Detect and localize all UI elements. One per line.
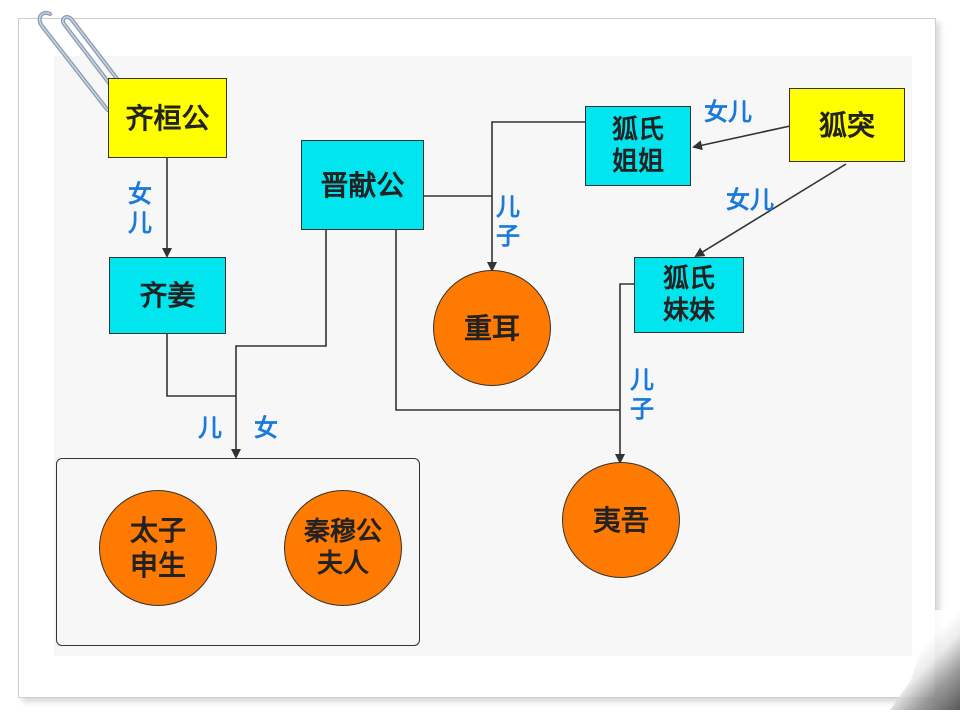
node-hu-tu: 狐突: [789, 88, 905, 162]
children-group-box: [56, 458, 420, 646]
edge-jiejie-chonger: [487, 121, 585, 272]
node-hu-shi-jiejie: 狐氏 姐姐: [585, 106, 691, 186]
edge-jinxian-group: [231, 230, 327, 459]
edge-label-son-chonger: 儿 子: [496, 193, 520, 250]
edge-label-daughter-qihuan: 女 儿: [128, 180, 152, 237]
edge-hutu-meimei: [694, 163, 847, 258]
edge-jinxian-yiwu: [395, 230, 620, 411]
edge-label-daughter-meimei: 女儿: [726, 186, 774, 214]
node-jin-xian-gong: 晋献公: [301, 140, 424, 230]
node-qi-jiang: 齐姜: [109, 257, 226, 334]
node-qi-huan-gong: 齐桓公: [108, 78, 227, 158]
edge-label-daughter-group: 女: [254, 414, 278, 442]
node-taizi-shensheng: 太子 申生: [99, 490, 217, 606]
node-chong-er: 重耳: [433, 270, 551, 386]
edge-label-son-yiwu: 儿 子: [630, 366, 654, 423]
node-yi-wu: 夷吾: [562, 462, 680, 578]
edge-qijiang-group: [166, 334, 236, 397]
edge-hutu-jiejie: [692, 125, 791, 151]
edge-label-son-group: 儿: [198, 414, 222, 442]
edge-meimei-yiwu: [615, 283, 634, 464]
edge-label-daughter-jiejie: 女儿: [704, 98, 752, 126]
node-hu-shi-meimei: 狐氏 妹妹: [634, 257, 744, 333]
node-qin-mu-gong-furen: 秦穆公 夫人: [284, 490, 402, 606]
